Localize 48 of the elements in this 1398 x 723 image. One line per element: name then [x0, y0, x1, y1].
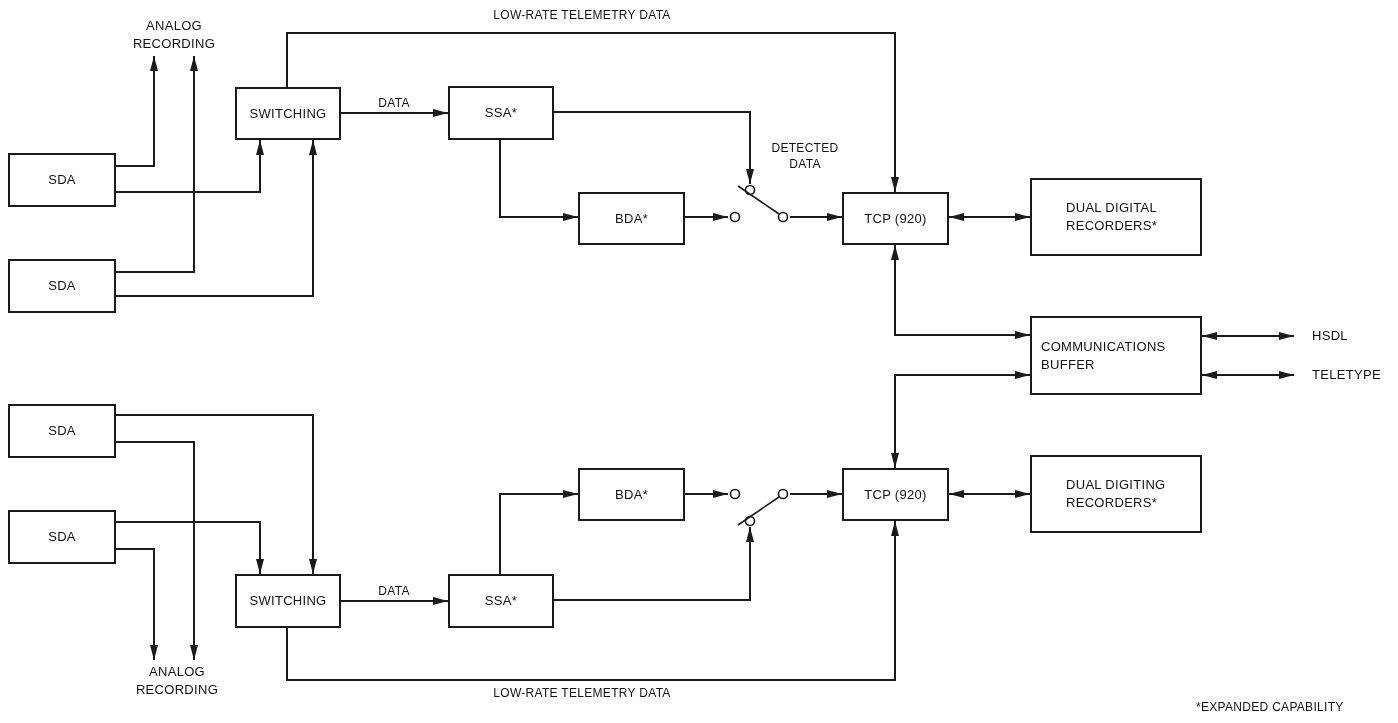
- block-box: DUAL DIGITING RECORDERS*: [1030, 455, 1202, 533]
- block-box: SDA: [8, 153, 116, 207]
- block-box: TCP (920): [842, 192, 949, 245]
- block-box: SWITCHING: [235, 574, 341, 628]
- block-box: SDA: [8, 259, 116, 313]
- arrow: [499, 139, 579, 221]
- arrow: [115, 139, 264, 193]
- block-box: SSA*: [448, 86, 554, 140]
- arrow: [948, 490, 1031, 498]
- switch-symbol: [728, 184, 790, 224]
- switch-symbol: [728, 487, 790, 527]
- arrow: [115, 414, 317, 575]
- block-box: TCP (920): [842, 468, 949, 521]
- arrow: [340, 109, 449, 117]
- arrow: [115, 55, 198, 273]
- arrow: [891, 244, 1031, 339]
- block-box: BDA*: [578, 192, 685, 245]
- arrow: [891, 371, 1031, 469]
- arrow: [286, 32, 899, 193]
- arrow: [115, 521, 264, 575]
- signal-label: ANALOG RECORDING: [115, 660, 239, 702]
- arrow: [789, 213, 843, 221]
- arrow: [1201, 371, 1295, 379]
- arrow: [684, 213, 729, 221]
- arrow: [115, 55, 158, 167]
- arrow: [789, 490, 843, 498]
- arrow: [115, 548, 158, 661]
- arrow: [553, 111, 754, 185]
- arrow: [286, 520, 899, 681]
- arrow: [684, 490, 729, 498]
- block-box: BDA*: [578, 468, 685, 521]
- arrow: [1201, 332, 1295, 340]
- arrow: [948, 213, 1031, 221]
- arrow: [115, 139, 317, 297]
- footnote: *EXPANDED CAPABILITY: [1196, 700, 1344, 714]
- block-box: SSA*: [448, 574, 554, 628]
- arrow: [340, 597, 449, 605]
- arrow: [115, 441, 198, 661]
- signal-label: ANALOG RECORDING: [112, 14, 236, 56]
- block-box: SDA: [8, 404, 116, 458]
- arrow: [499, 490, 579, 575]
- signal-label: TELETYPE: [1294, 365, 1398, 385]
- block-box: COMMUNICATIONS BUFFER: [1030, 316, 1202, 395]
- arrow: [553, 526, 754, 601]
- block-box: SDA: [8, 510, 116, 564]
- signal-label: HSDL: [1294, 326, 1366, 346]
- block-box: SWITCHING: [235, 87, 341, 140]
- block-box: DUAL DIGITAL RECORDERS*: [1030, 178, 1202, 256]
